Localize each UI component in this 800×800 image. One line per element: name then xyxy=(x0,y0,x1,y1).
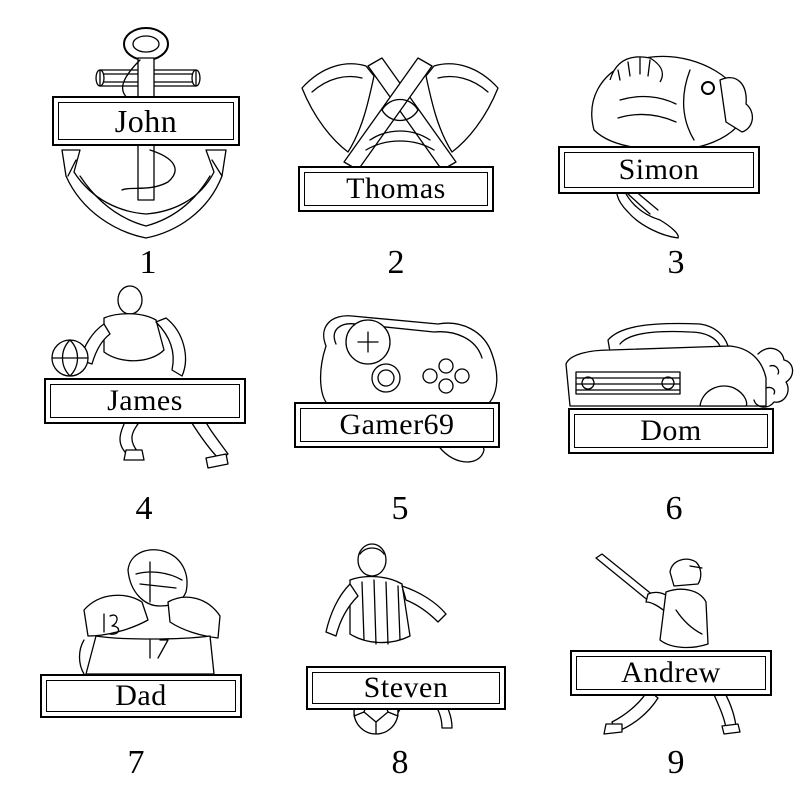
name-plate: Thomas xyxy=(298,166,494,212)
design-card-5[interactable]: Gamer69 5 xyxy=(270,290,530,540)
name-label: Gamer69 xyxy=(300,408,494,442)
name-label: Thomas xyxy=(304,172,488,206)
design-number: 9 xyxy=(667,744,685,781)
name-plate: Dad xyxy=(40,674,242,718)
design-number: 4 xyxy=(135,490,153,527)
football-player-icon xyxy=(0,540,270,710)
name-label: Simon xyxy=(564,152,754,188)
name-label: James xyxy=(50,384,240,418)
design-card-3[interactable]: Simon 3 xyxy=(530,0,800,290)
name-label: John xyxy=(58,102,234,140)
design-number: 2 xyxy=(387,244,405,281)
name-plate: John xyxy=(52,96,240,146)
name-plate: Steven xyxy=(306,666,506,710)
design-number: 1 xyxy=(139,244,157,281)
basketball-player-icon xyxy=(0,290,270,480)
design-number: 6 xyxy=(665,490,683,527)
design-number: 5 xyxy=(391,490,409,527)
design-number: 8 xyxy=(391,744,409,781)
bass-fish-icon xyxy=(530,0,800,240)
design-number: 7 xyxy=(127,744,145,781)
name-plate: James xyxy=(44,378,246,424)
name-label: Steven xyxy=(312,671,500,704)
design-card-9[interactable]: Andrew 9 xyxy=(530,540,800,800)
name-plate: Andrew xyxy=(570,650,772,696)
baseball-batter-icon xyxy=(530,540,800,740)
name-label: Dad xyxy=(46,679,236,712)
design-card-7[interactable]: Dad 7 xyxy=(0,540,270,800)
design-number: 3 xyxy=(667,244,685,281)
game-controller-icon xyxy=(270,290,530,480)
crossed-axes-icon xyxy=(270,0,530,240)
name-label: Dom xyxy=(574,414,768,448)
design-card-8[interactable]: Steven 8 xyxy=(270,540,530,800)
soccer-player-icon xyxy=(270,540,530,740)
name-plate: Gamer69 xyxy=(294,402,500,448)
name-label: Andrew xyxy=(576,656,766,690)
muscle-car-icon xyxy=(530,290,800,480)
name-plate: Simon xyxy=(558,146,760,194)
design-card-2[interactable]: Thomas 2 xyxy=(270,0,530,290)
design-card-4[interactable]: James 4 xyxy=(0,290,270,540)
design-card-1[interactable]: John 1 xyxy=(0,0,270,290)
name-plate: Dom xyxy=(568,408,774,454)
design-card-6[interactable]: Dom 6 xyxy=(530,290,800,540)
